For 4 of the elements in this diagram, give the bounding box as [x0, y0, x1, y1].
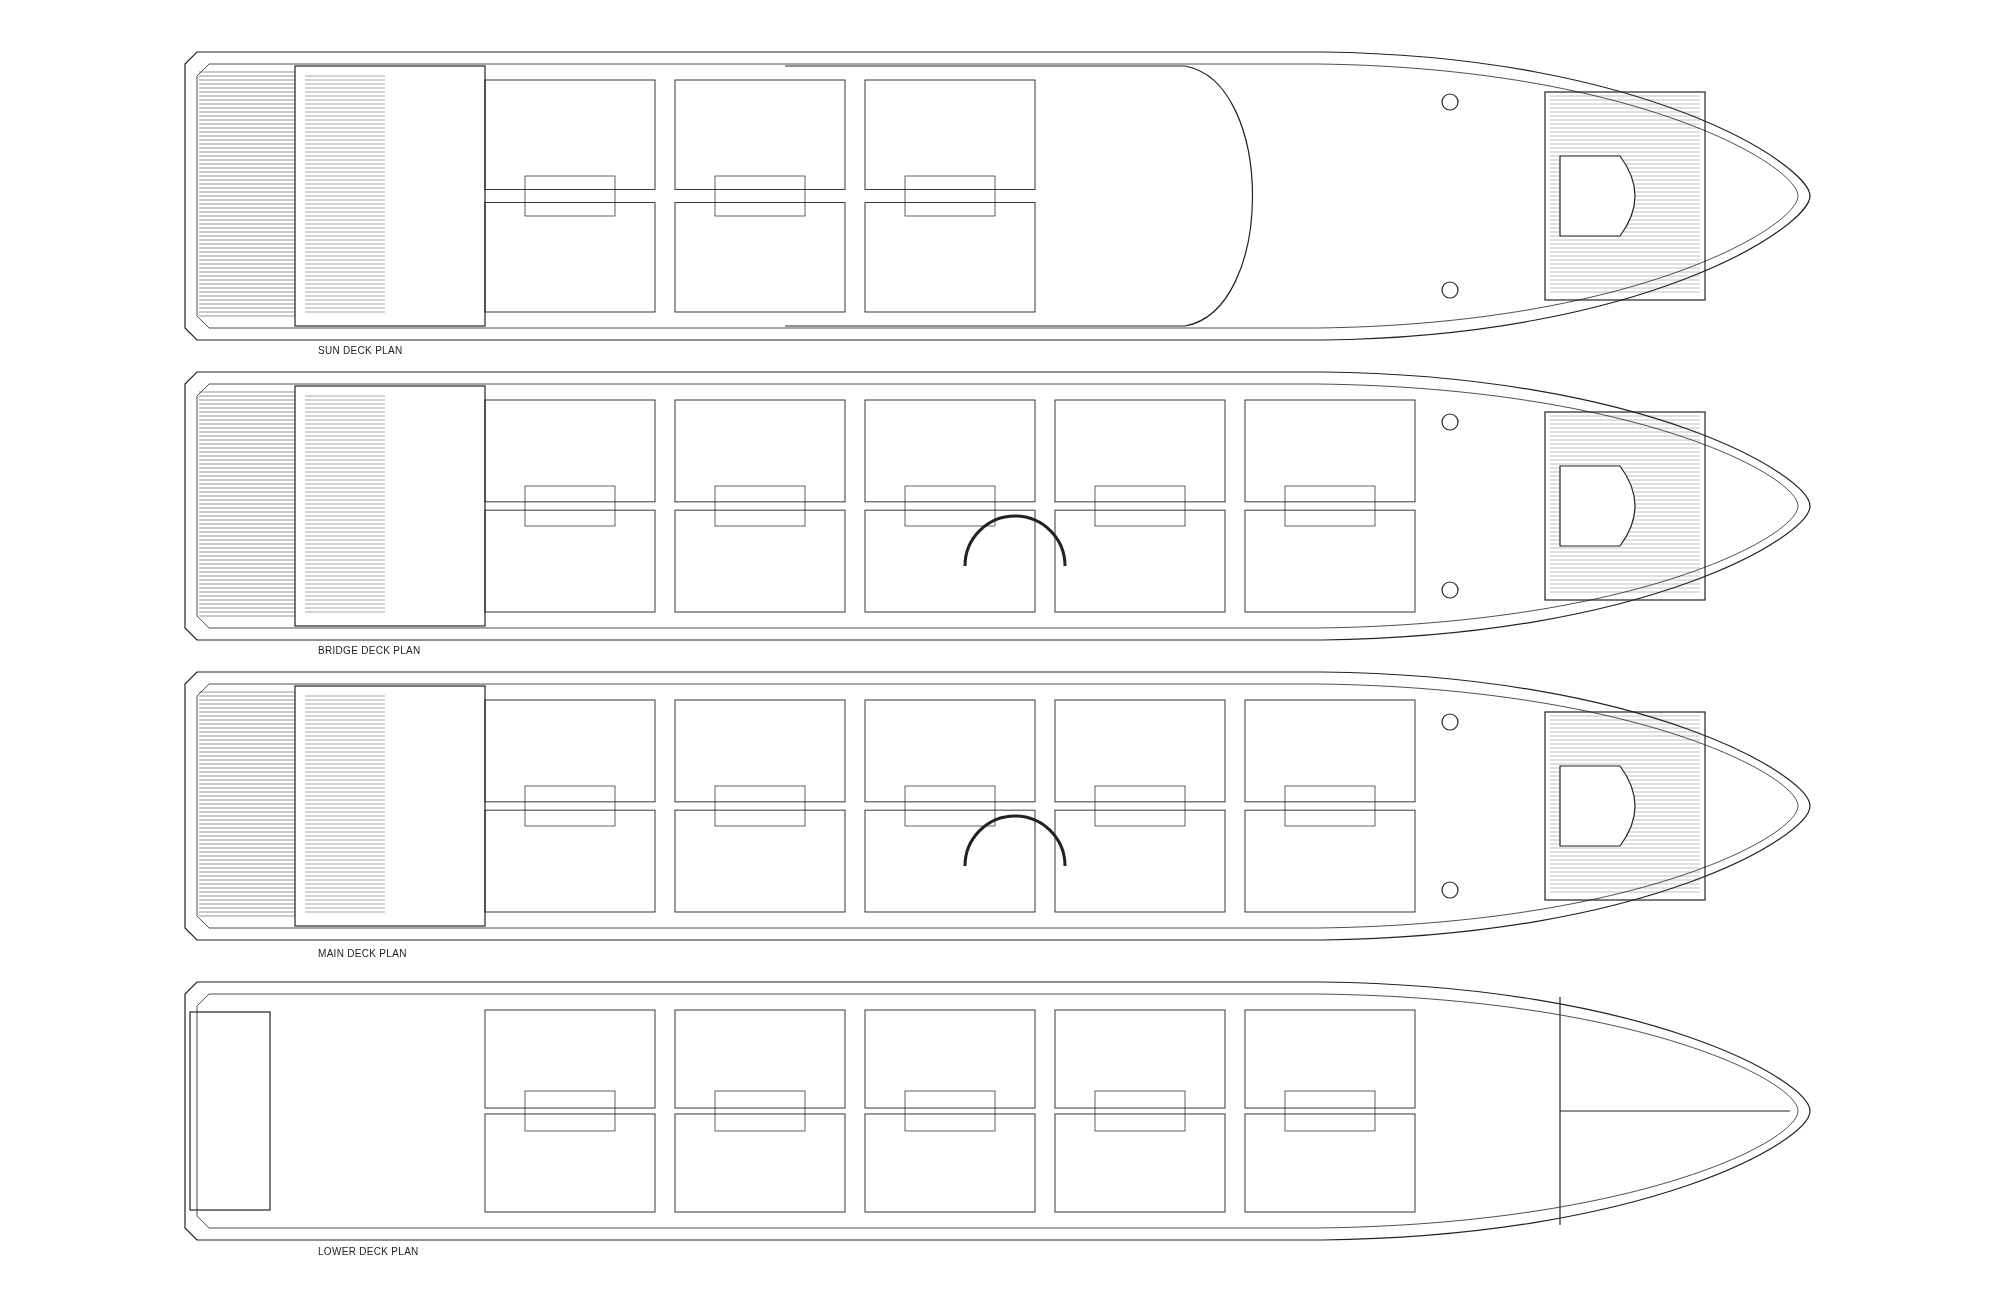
deck-plan-title: BRIDGE DECK PLAN [318, 645, 421, 656]
deck-plan-title: SUN DECK PLAN [318, 345, 403, 356]
deck-plan-title: MAIN DECK PLAN [318, 948, 407, 959]
deck-plan-title: LOWER DECK PLAN [318, 1246, 419, 1257]
